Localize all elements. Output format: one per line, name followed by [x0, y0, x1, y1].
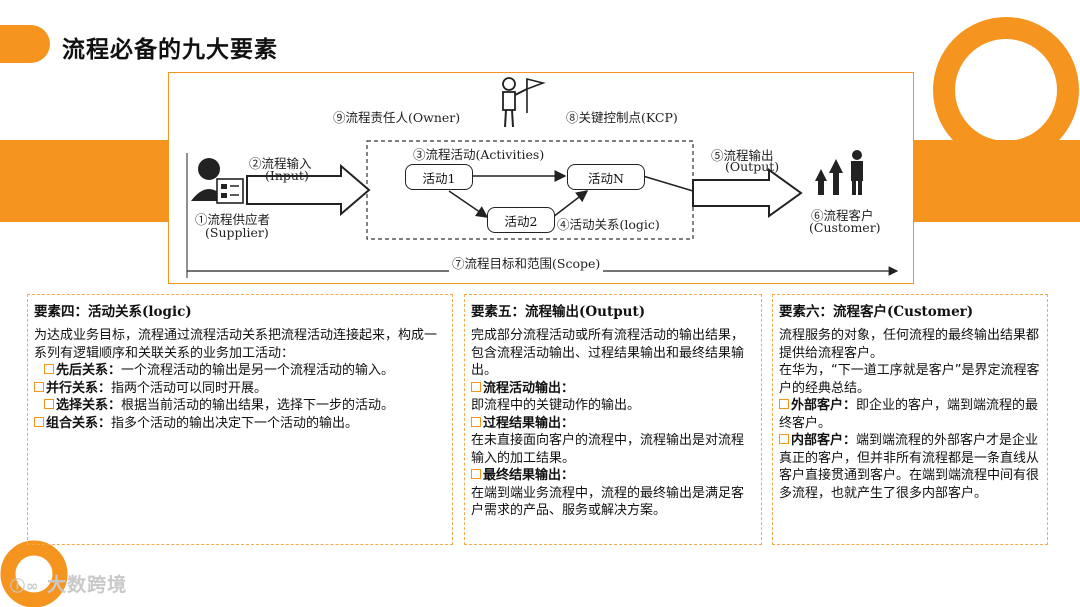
checkbox-square-icon: [779, 434, 789, 444]
list-item: 内部客户：端到端流程的外部客户才是企业真正的客户，但并非所有流程都是一条直线从客…: [779, 433, 1040, 501]
panel-logic-intro: 为达成业务目标，流程通过流程活动关系把流程活动连接起来，构成一系列有逻辑顺序和关…: [34, 328, 438, 361]
list-item: 组合关系：指多个活动的输出决定下一个活动的输出。: [34, 415, 446, 433]
checkbox-square-icon: [34, 381, 44, 392]
panel-logic: 要素四：活动关系(logic) 为达成业务目标，流程通过流程活动关系把流程活动连…: [27, 294, 453, 545]
top-right-ring-decoration: [933, 17, 1079, 163]
connector-1-to-2: [448, 190, 489, 218]
list-item: 最终结果输出：: [471, 467, 755, 485]
supplier-icon: [191, 158, 244, 204]
panel-customer-intro: 流程服务的对象，任何流程的最终输出结果都提供给流程客户。: [779, 328, 1040, 361]
customer-icon: [815, 150, 863, 195]
checkbox-square-icon: [44, 364, 54, 374]
panel-output-intro: 完成部分流程活动或所有流程活动的输出结果，包含流程活动输出、过程结果输出和最终结…: [471, 328, 745, 378]
title-accent-tab: [0, 25, 50, 63]
list-item: 选择关系：根据当前活动的输出结果，选择下一步的活动。: [34, 397, 446, 415]
process-diagram: ⑨流程责任人(Owner) ⑧关键控制点(KCP) ②流程输入 (Input) …: [168, 72, 914, 284]
diagram-graphics: [186, 77, 899, 278]
watermark-logo: ⓘ∞ 大数跨境: [10, 570, 127, 597]
output-arrow: [692, 168, 803, 218]
panel-logic-heading: 要素四：活动关系(logic): [34, 304, 192, 320]
list-item: 外部客户：即企业的客户，端到端流程的最终客户。: [779, 398, 1039, 431]
owner-label: ⑨流程责任人(Owner): [333, 110, 461, 125]
list-item-text: 在端到端业务流程中，流程的最终输出是满足客户需求的产品、服务或解决方案。: [471, 485, 745, 519]
checkbox-square-icon: [779, 399, 789, 409]
list-item: 先后关系：一个流程活动的输出是另一个流程活动的输入。: [34, 362, 446, 380]
panel-customer-intro-2: 在华为，“下一道工序就是客户”是界定流程客户的经典总结。: [779, 363, 1040, 396]
activity-1-box: 活动1: [405, 164, 473, 190]
logic-label: ④活动关系(logic): [557, 217, 660, 232]
list-item: 并行关系：指两个活动可以同时开展。: [34, 380, 446, 398]
left-orange-band: [0, 140, 168, 222]
checkbox-square-icon: [34, 416, 44, 427]
checkbox-square-icon: [471, 469, 481, 479]
activity-n-box: 活动N: [567, 164, 645, 190]
bottom-left-ring-decoration: [0, 540, 68, 607]
list-item: 过程结果输出：: [471, 415, 755, 433]
panel-customer-heading: 要素六：流程客户(Customer): [779, 304, 974, 320]
panel-output: 要素五：流程输出(Output) 完成部分流程活动或所有流程活动的输出结果，包含…: [464, 294, 762, 545]
customer-sub: (Customer): [809, 220, 881, 235]
list-item-text: 即流程中的关键动作的输出。: [471, 398, 641, 413]
activities-label: ③流程活动(Activities): [413, 147, 545, 162]
logo-icon: ⓘ∞: [10, 577, 40, 595]
panel-customer: 要素六：流程客户(Customer) 流程服务的对象，任何流程的最终输出结果都提…: [772, 294, 1048, 545]
input-sub: (Input): [265, 168, 309, 183]
checkbox-square-icon: [44, 399, 54, 409]
input-arrow: [246, 163, 371, 217]
checkbox-square-icon: [471, 416, 481, 427]
watermark-text: 大数跨境: [47, 574, 128, 596]
page-title: 流程必备的九大要素: [62, 37, 278, 63]
list-item-text: 在未直接面向客户的流程中，流程输出是对流程输入的加工结果。: [471, 433, 745, 466]
connector-2-to-N: [552, 190, 589, 218]
scope-label: ⑦流程目标和范围(Scope): [449, 253, 604, 272]
output-title: ⑤流程输出: [711, 148, 774, 163]
supplier-title: ①流程供应者: [195, 212, 271, 227]
connector-N-to-output: [642, 175, 694, 192]
activity-2-box: 活动2: [487, 207, 555, 233]
customer-title: ⑥流程客户: [811, 208, 874, 223]
panel-output-heading: 要素五：流程输出(Output): [471, 304, 646, 320]
input-title: ②流程输入: [249, 156, 312, 171]
supplier-sub: (Supplier): [205, 225, 269, 240]
checkbox-square-icon: [471, 381, 481, 392]
owner-icon: [502, 77, 546, 128]
list-item: 流程活动输出：: [471, 380, 755, 398]
output-sub: (Output): [725, 159, 780, 174]
kcp-label: ⑧关键控制点(KCP): [566, 110, 678, 125]
